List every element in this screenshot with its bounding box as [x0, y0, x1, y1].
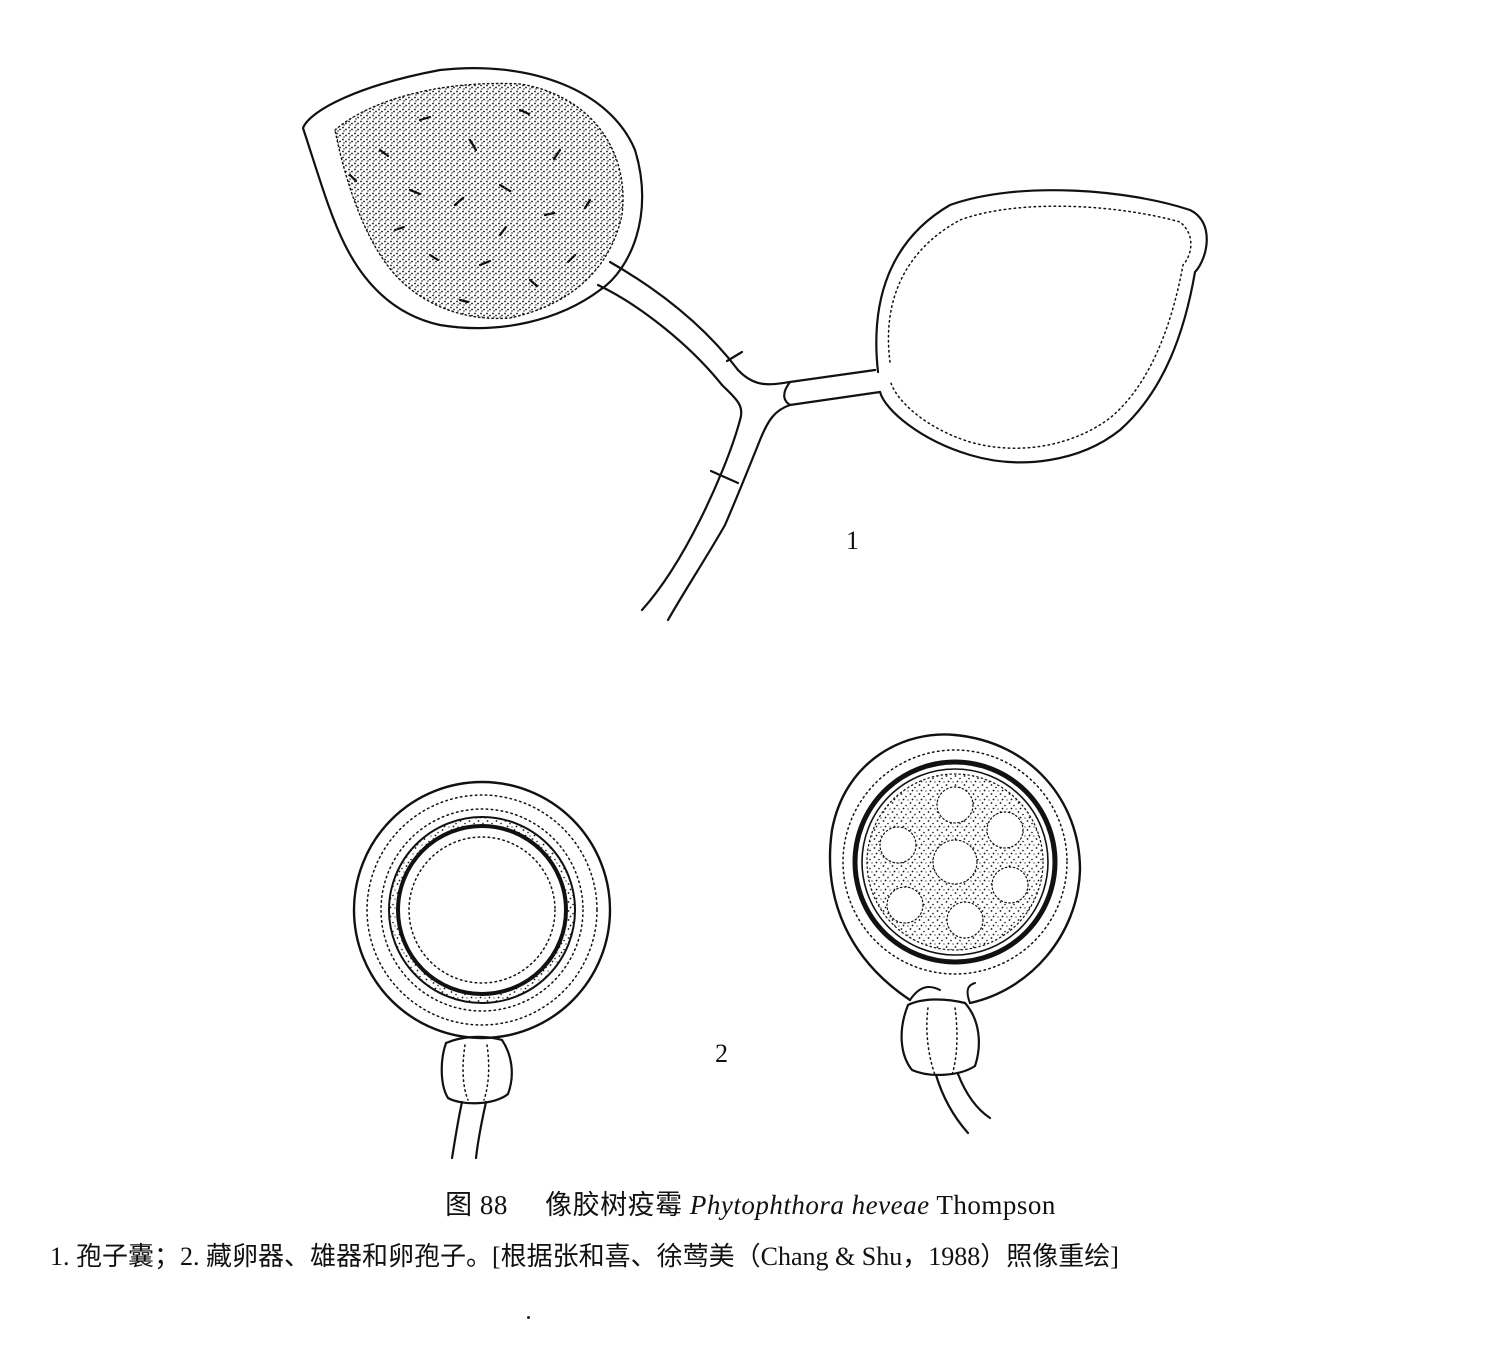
panel-label-1: 1: [846, 526, 859, 555]
figure-caption-description: 1. 孢子囊；2. 藏卵器、雄器和卵孢子。[根据张和喜、徐莺美（Chang & …: [50, 1242, 1119, 1271]
sporangium-left: [301, 67, 644, 330]
panel-1-sporangia: [301, 67, 1208, 622]
panel-2-oogonia: [352, 733, 1082, 1160]
figure-number: 图 88: [445, 1190, 508, 1220]
stray-dot: [527, 1316, 530, 1319]
scientific-name: Phytophthora heveae: [689, 1190, 930, 1220]
figure-caption-title: 图 88 像胶树疫霉 Phytophthora heveae Thompson: [0, 1190, 1501, 1220]
sporangium-right: [875, 189, 1208, 464]
panel-label-2: 2: [715, 1039, 728, 1068]
authority: Thompson: [936, 1190, 1056, 1220]
common-name: 像胶树疫霉: [545, 1190, 683, 1220]
